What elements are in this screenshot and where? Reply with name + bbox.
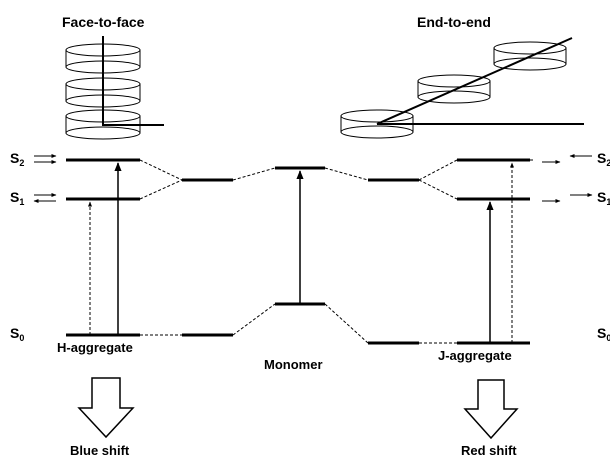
end-to-end-stack bbox=[340, 41, 567, 139]
left-s2-arrow-pair bbox=[34, 154, 57, 164]
connector-monomer-excited-right bbox=[324, 167, 369, 181]
connector-monomer-excited-left bbox=[232, 167, 276, 181]
blue-shift-arrow-icon bbox=[77, 377, 135, 439]
left-s1-arrow-pair bbox=[33, 193, 57, 203]
j-aggregate-label: J-aggregate bbox=[438, 348, 512, 363]
left-s1-label: S1 bbox=[10, 189, 25, 207]
right-s0-label: S0 bbox=[597, 325, 610, 343]
right-s2-arrow-pair bbox=[542, 154, 592, 164]
connector-j-s1 bbox=[418, 179, 458, 200]
connector-j-s2 bbox=[418, 159, 458, 181]
stair-disc-middle bbox=[417, 74, 491, 104]
blue-shift-label: Blue shift bbox=[70, 443, 130, 458]
right-s1-arrow-pair bbox=[542, 193, 593, 203]
end-to-end-dipole-diagonal bbox=[376, 37, 573, 125]
energy-levels bbox=[66, 158, 530, 345]
monomer-label: Monomer bbox=[264, 357, 323, 372]
right-s1-label: S1 bbox=[597, 189, 610, 207]
face-to-face-heading: Face-to-face bbox=[62, 14, 145, 30]
h-aggregate-label: H-aggregate bbox=[57, 340, 133, 355]
end-to-end-heading: End-to-end bbox=[417, 14, 491, 30]
stack-disc-middle bbox=[65, 77, 141, 108]
right-s2-label: S2 bbox=[597, 150, 610, 168]
left-s0-label: S0 bbox=[10, 325, 25, 343]
red-shift-arrow-icon bbox=[463, 379, 519, 440]
left-s2-label: S2 bbox=[10, 150, 25, 168]
connector-h-s2 bbox=[139, 159, 183, 181]
red-shift-label: Red shift bbox=[461, 443, 517, 458]
connector-h-s1 bbox=[139, 179, 183, 200]
connector-monomer-ground-right bbox=[324, 303, 369, 344]
stair-disc-top bbox=[493, 41, 567, 71]
connector-monomer-ground-left bbox=[232, 303, 276, 336]
level-connectors bbox=[139, 159, 535, 344]
